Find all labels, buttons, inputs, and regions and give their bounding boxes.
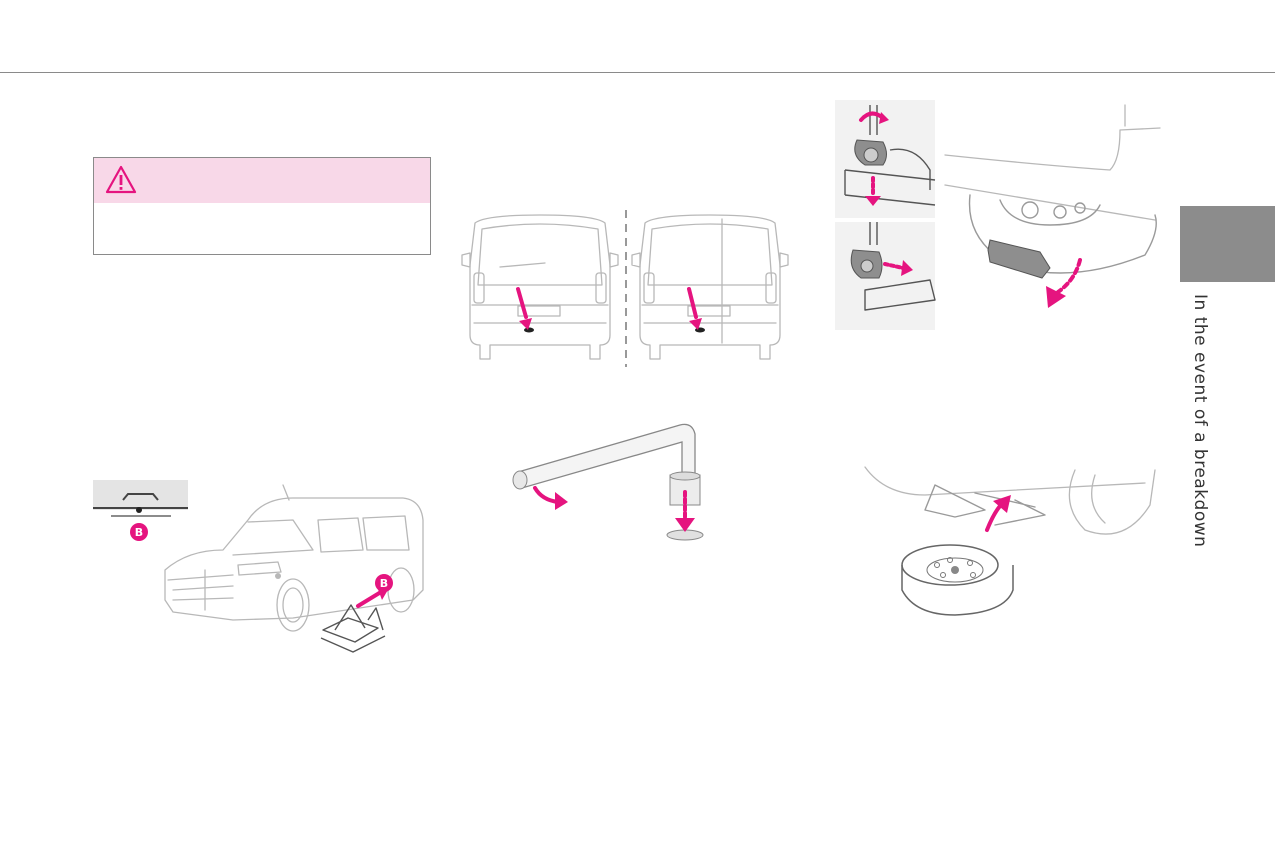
warning-triangle-icon [105, 165, 137, 194]
van-rear-views-illustration [461, 210, 789, 367]
wheelbrace-illustration [512, 423, 704, 541]
spare-wheel-lowering-illustration [944, 104, 1161, 308]
section-tab [1180, 206, 1275, 282]
jack-lifting-point-illustration: B B [93, 480, 424, 653]
section-title: In the event of a breakdown [1190, 294, 1210, 548]
warning-box [93, 157, 431, 255]
warning-header [94, 158, 430, 203]
header-rule [0, 72, 1275, 73]
jack-point-label: B [135, 526, 143, 539]
jack-point-label-vehicle: B [380, 577, 388, 590]
spare-wheel-hook-illustration [835, 100, 936, 330]
spare-wheel-removal-illustration [864, 466, 1156, 616]
